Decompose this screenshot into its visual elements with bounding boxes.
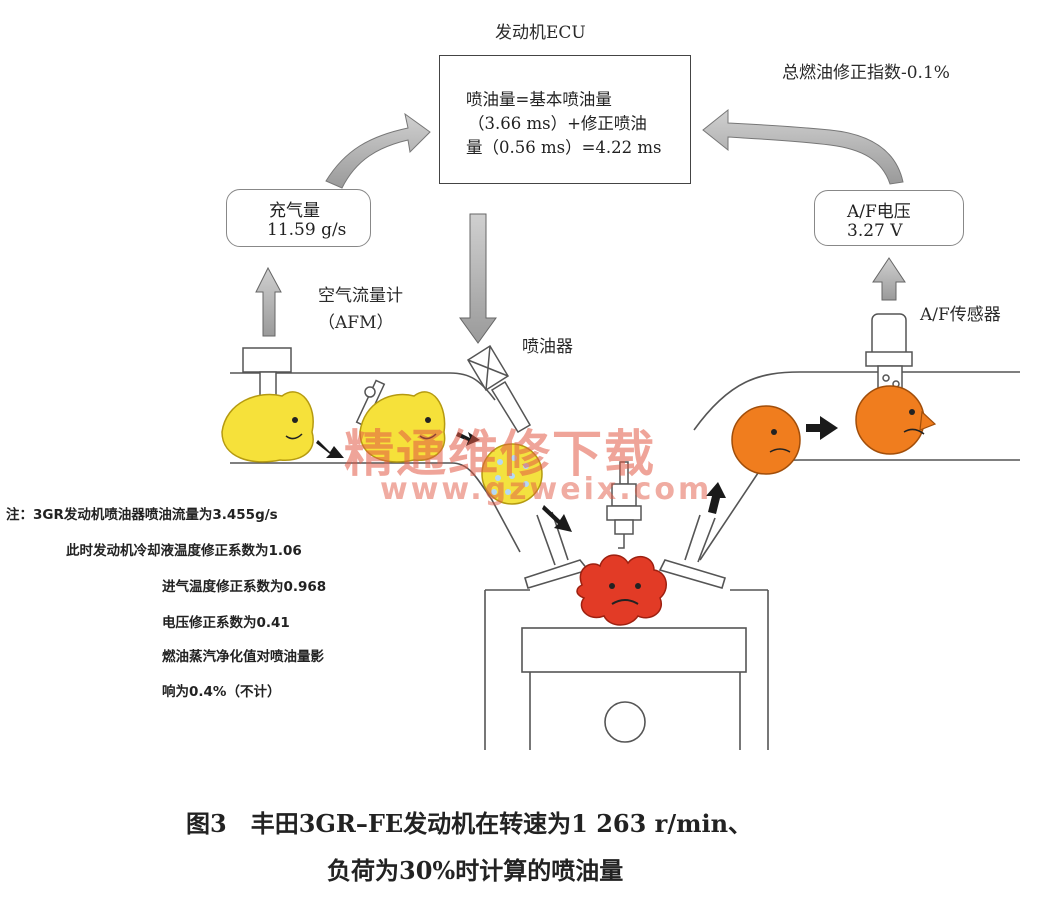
note-line: 燃油蒸汽净化值对喷油量影 [162,649,324,665]
injector-label: 喷油器 [522,337,573,357]
note-line: 进气温度修正系数为0.968 [162,579,327,595]
spark-plug [606,461,642,549]
air-mascot-1 [221,391,314,463]
flow-arrow-left [325,112,431,189]
fuel-air-mixture [481,443,543,505]
air-charge-value: 11.59 g/s [267,220,347,240]
figure-caption-line-1: 图3 丰田3GR–FE发动机在转速为1 263 r/min、 [186,809,753,838]
afm-abbrev-label: （AFM） [318,313,394,333]
exhaust-valve [658,514,726,589]
ecu-title: 发动机ECU [495,23,586,43]
note-line: 此时发动机冷却液温度修正系数为1.06 [66,543,302,559]
ecu-formula-line-1: 喷油量=基本喷油量 [466,90,612,109]
exhaust-mascot-2 [855,385,937,455]
intake-valve [524,511,590,589]
note-line: 响为0.4%（不计） [162,684,281,700]
note-line: 注：3GR发动机喷油器喷油流量为3.455g/s [6,507,278,523]
exhaust-mascot-1 [731,405,801,475]
af-sensor-label: A/F传感器 [920,305,1001,325]
intake-pipe [230,372,521,553]
air-charge-label: 充气量 [269,201,320,221]
injector [466,344,532,434]
ecu-formula-line-3: 量（0.56 ms）=4.22 ms [466,138,662,157]
af-voltage-value: 3.27 V [847,221,903,241]
af-voltage-box: A/F电压 3.27 V [814,190,964,246]
piston-pin [604,701,646,743]
ecu-formula-line-2: （3.66 ms）+修正喷油 [468,114,647,133]
watermark-url: www.gzweix.com [380,472,713,507]
af-voltage-label: A/F电压 [847,202,911,222]
cylinder [484,589,769,750]
exhaust-pipe [693,371,1020,561]
flow-arrow-down [459,213,497,344]
flow-arrow-right [702,108,904,185]
watermark-text: 精通维修下载 [344,424,656,483]
piston-top [521,627,747,673]
combustion-mascot [576,554,667,626]
air-mascot-2 [359,391,446,463]
afm-label: 空气流量计 [318,286,403,306]
flow-arrow-up-afm [255,266,282,337]
fuel-correction-label: 总燃油修正指数-0.1% [782,63,950,83]
flow-arrow-up-af [872,257,906,301]
air-charge-box: 充气量 11.59 g/s [226,189,371,247]
ecu-box: 喷油量=基本喷油量 （3.66 ms）+修正喷油 量（0.56 ms）=4.22… [439,55,691,184]
figure-caption-line-2: 负荷为30%时计算的喷油量 [327,856,624,885]
flow-arrows-small [316,416,838,532]
note-line: 电压修正系数为0.41 [162,615,290,631]
